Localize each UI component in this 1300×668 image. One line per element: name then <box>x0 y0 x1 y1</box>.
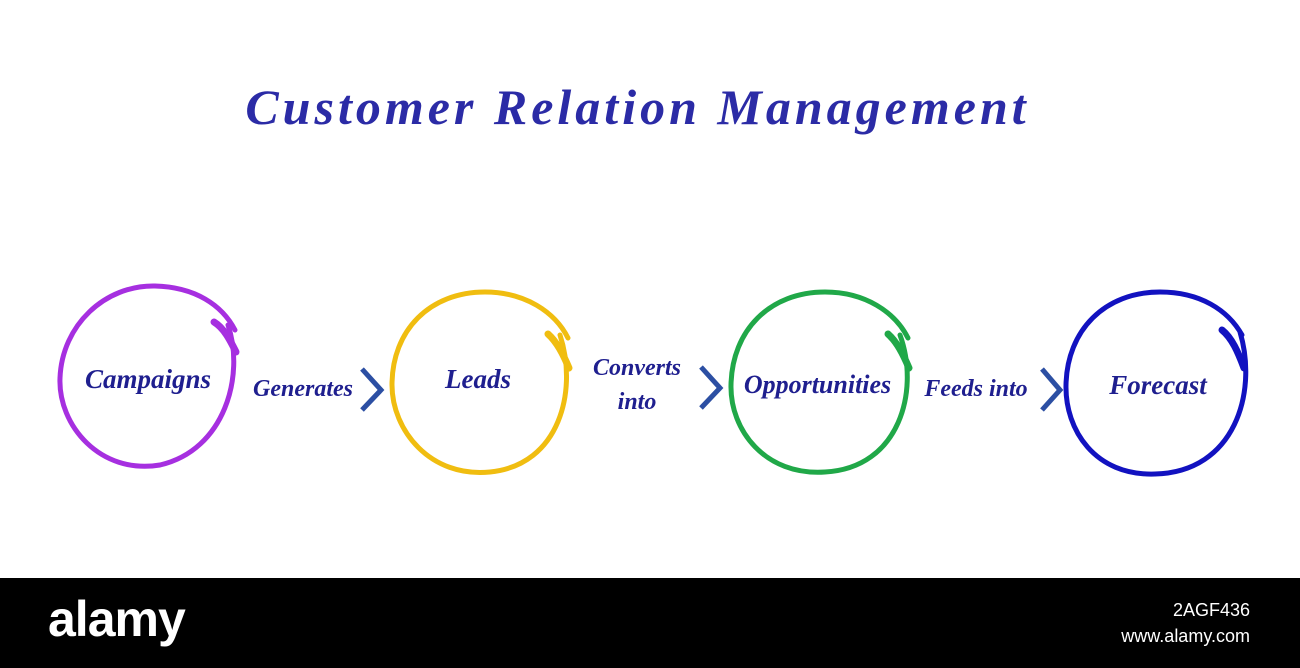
circle-leads-ring <box>389 289 571 475</box>
circle-campaigns-stroke <box>210 318 240 356</box>
connector-label-generates: Generates <box>253 376 353 402</box>
node-circle-forecast <box>1063 289 1249 477</box>
node-label-campaigns: Campaigns <box>84 364 212 394</box>
node-label-forecast: Forecast <box>1109 370 1207 400</box>
watermark-site: www.alamy.com <box>1121 626 1250 646</box>
circle-leads-stroke <box>544 330 573 372</box>
diagram-canvas: Customer Relation Management Campaigns L… <box>57 79 1249 477</box>
watermark-logo: alamy <box>48 591 186 647</box>
node-circle-campaigns <box>57 283 240 469</box>
connector-label-line: Converts <box>592 355 681 381</box>
diagram-title: Customer Relation Management <box>245 79 1030 135</box>
circle-forecast-ring <box>1063 289 1249 477</box>
connector-label-feeds-into: Feeds into <box>924 376 1028 402</box>
watermark-bar: alamy 2AGF436 www.alamy.com <box>0 578 1300 668</box>
node-circle-opportunities <box>728 289 913 475</box>
circle-campaigns-ring <box>57 283 238 469</box>
connector-label-line: into <box>617 389 657 415</box>
watermark-image-id: 2AGF436 <box>1172 600 1250 620</box>
circle-forecast-stroke <box>1218 326 1248 372</box>
node-circle-leads <box>389 289 573 475</box>
node-label-leads: Leads <box>445 364 511 394</box>
connector-label-converts-into: Converts into <box>572 351 702 419</box>
chevron-right-icon <box>1040 367 1064 412</box>
node-label-opportunities: Opportunities <box>743 370 892 399</box>
circle-opportunities-stroke <box>884 330 913 372</box>
chevron-right-icon <box>699 365 724 410</box>
circle-opportunities-ring <box>728 289 911 475</box>
chevron-right-icon <box>360 367 385 412</box>
flow-shapes <box>57 283 1249 477</box>
